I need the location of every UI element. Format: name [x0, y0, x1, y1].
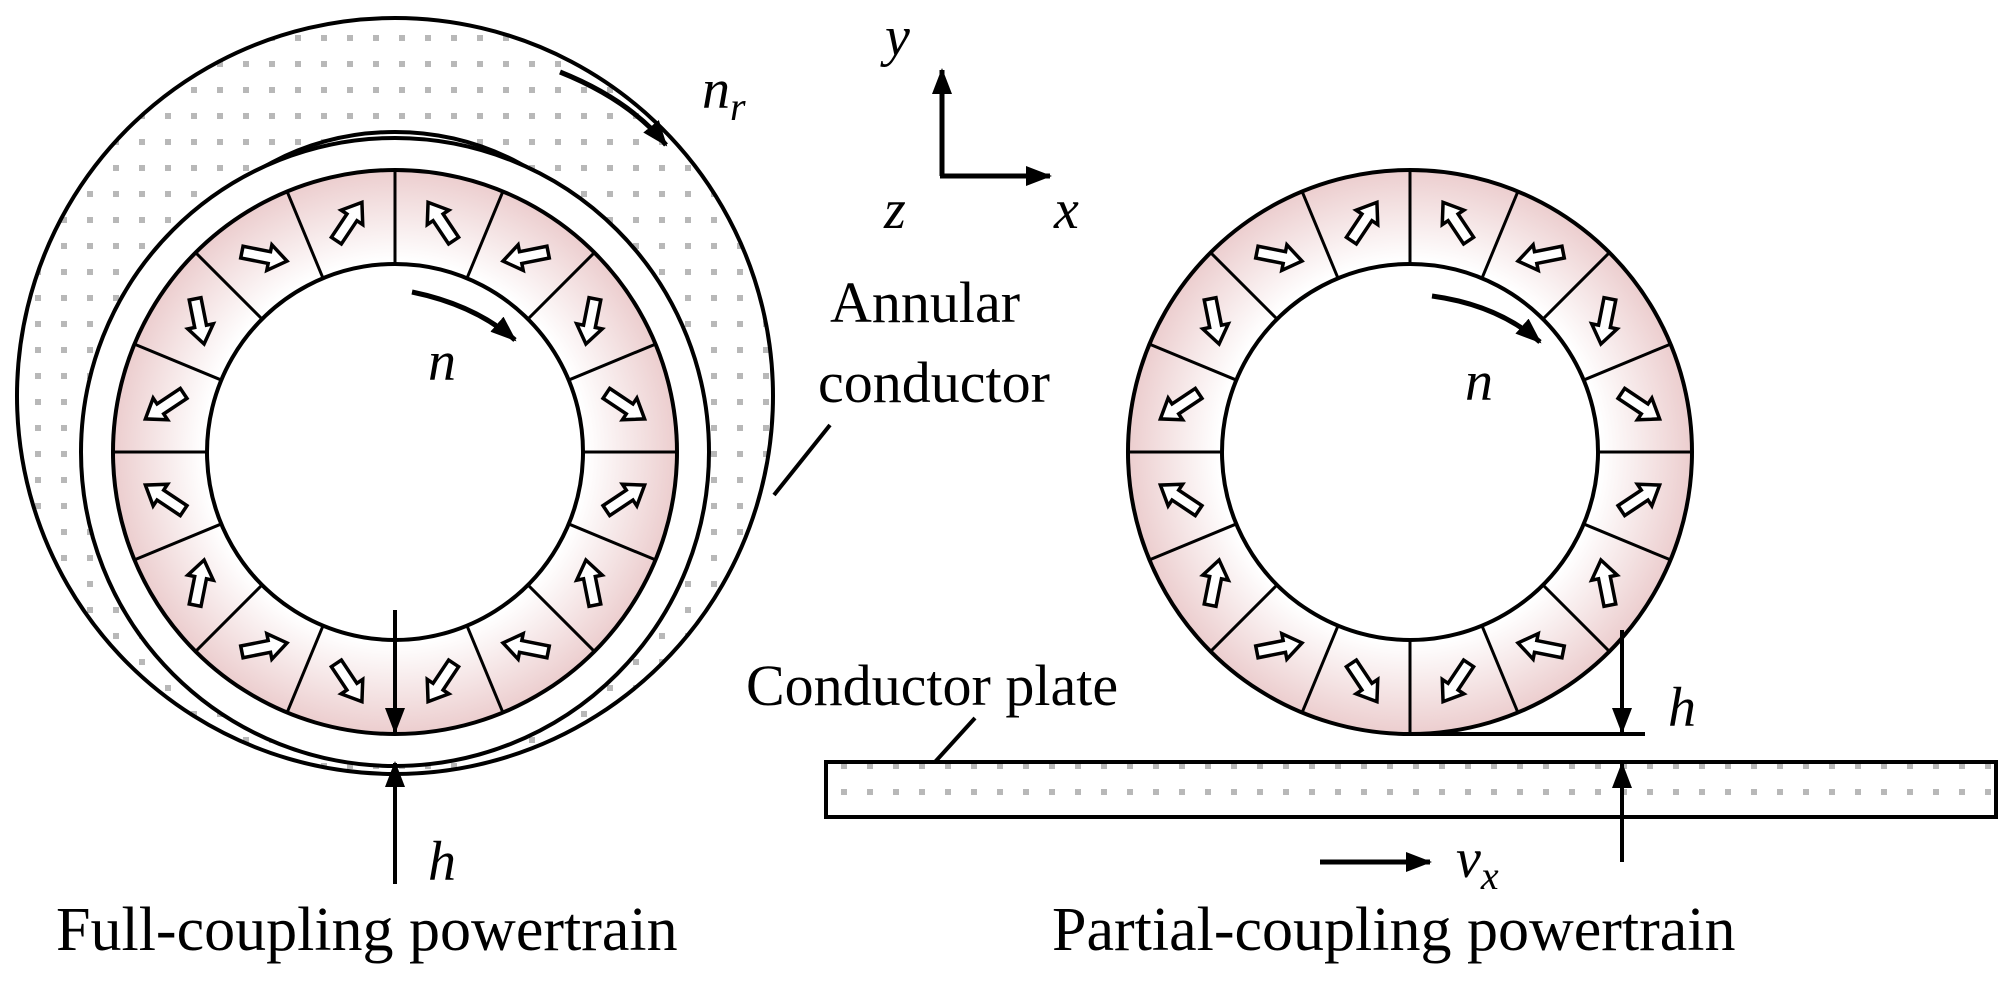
- magnet-segment-divider: [568, 522, 657, 562]
- magnetization-arrow-icon: [1343, 199, 1380, 247]
- magnet-segment-divider: [133, 522, 222, 562]
- magnetization-arrow-icon: [328, 657, 365, 705]
- caption-partial-coupling: Partial-coupling powertrain: [1052, 896, 1736, 964]
- axis-label-x: x: [1053, 179, 1079, 241]
- magnet-segment-divider: [1148, 522, 1237, 562]
- magnetization-arrows-left: [142, 199, 648, 705]
- magnet-segment-divider: [285, 625, 325, 714]
- rotation-arrow-n-left: [411, 289, 517, 342]
- magnetization-arrow-icon: [573, 557, 606, 609]
- magnet-segment-divider: [194, 583, 264, 653]
- magnetization-arrow-icon: [328, 199, 365, 247]
- magnet-segment-divider: [1480, 625, 1520, 714]
- magnetization-arrow-icon: [1615, 385, 1663, 422]
- magnetization-arrows-right: [1157, 199, 1663, 705]
- label-h-right: h: [1668, 677, 1696, 739]
- magnet-segment-divider: [465, 625, 505, 714]
- partial-coupling-assembly: n h Conductor plate vx Partial-coupling …: [746, 168, 1998, 964]
- conductor-plate: [824, 760, 1998, 819]
- label-nr: nr: [702, 59, 746, 129]
- magnetization-arrow-icon: [184, 295, 217, 347]
- magnetization-arrow-icon: [1157, 385, 1205, 422]
- magnet-segment-divider: [1583, 342, 1672, 382]
- magnet-segment-divider: [1300, 625, 1340, 714]
- magnetization-arrow-icon: [500, 241, 552, 274]
- rotation-arrow-nr: [559, 69, 668, 147]
- caption-full-coupling: Full-coupling powertrain: [56, 896, 678, 964]
- magnetization-arrow-icon: [1253, 241, 1305, 274]
- full-coupling-assembly: nr n h Annular conductor Full-coupling p…: [15, 16, 1050, 964]
- magnet-segment-divider: [1480, 190, 1520, 279]
- magnetization-arrow-icon: [238, 241, 290, 274]
- magnetization-arrow-icon: [600, 385, 648, 422]
- magnetization-arrow-icon: [142, 385, 190, 422]
- magnetization-arrow-icon: [1253, 630, 1305, 663]
- magnetization-arrow-icon: [1440, 657, 1477, 705]
- label-n-right: n: [1465, 351, 1493, 413]
- label-annular-line2: conductor: [818, 350, 1050, 415]
- label-annular-line1: Annular: [830, 270, 1020, 335]
- label-conductor-plate: Conductor plate: [746, 653, 1118, 718]
- magnet-segment-divider: [1583, 522, 1672, 562]
- magnet-segment-divider: [285, 190, 325, 279]
- label-h-left: h: [428, 831, 456, 893]
- magnetization-arrow-icon: [600, 482, 648, 519]
- magnet-segment-divider: [526, 583, 596, 653]
- magnet-segment-divider: [568, 342, 657, 382]
- magnetization-arrow-icon: [1588, 557, 1621, 609]
- axis-label-y: y: [880, 6, 910, 68]
- magnetization-arrow-icon: [1515, 241, 1567, 274]
- magnet-segment-divider: [1148, 342, 1237, 382]
- magnet-segment-divider: [1209, 583, 1279, 653]
- magnetization-arrow-icon: [425, 657, 462, 705]
- magnetization-arrow-icon: [1343, 657, 1380, 705]
- magnetization-arrow-icon: [425, 199, 462, 247]
- magnetization-arrow-icon: [1440, 199, 1477, 247]
- magnet-segments-right: [1128, 170, 1692, 734]
- magnetization-arrow-icon: [1199, 295, 1232, 347]
- magnet-segment-divider: [526, 251, 596, 321]
- magnetization-arrow-icon: [500, 630, 552, 663]
- label-n-left: n: [428, 331, 456, 393]
- magnet-segment-divider: [1541, 583, 1611, 653]
- magnetization-arrow-icon: [1515, 630, 1567, 663]
- conductor-plate-leader-line: [933, 716, 977, 764]
- magnet-segment-divider: [194, 251, 264, 321]
- magnet-segment-divider: [1541, 251, 1611, 321]
- magnetization-arrow-icon: [184, 557, 217, 609]
- magnetization-arrow-icon: [238, 630, 290, 663]
- magnetization-arrow-icon: [1588, 295, 1621, 347]
- annular-leader-line: [772, 423, 832, 497]
- axis-label-z: z: [883, 179, 906, 241]
- rotation-arrow-n-right: [1431, 293, 1542, 344]
- magnetization-arrow-icon: [1615, 482, 1663, 519]
- magnet-segment-divider: [465, 190, 505, 279]
- magnetization-arrow-icon: [1199, 557, 1232, 609]
- magnet-segments-left: [113, 170, 677, 734]
- magnetization-arrow-icon: [142, 482, 190, 519]
- magnetization-arrow-icon: [1157, 482, 1205, 519]
- magnet-segment-divider: [1209, 251, 1279, 321]
- magnet-segment-divider: [1300, 190, 1340, 279]
- magnetization-arrow-icon: [573, 295, 606, 347]
- coordinate-axes: y x z: [880, 6, 1079, 241]
- magnet-segment-divider: [133, 342, 222, 382]
- label-vx: vx: [1456, 828, 1499, 898]
